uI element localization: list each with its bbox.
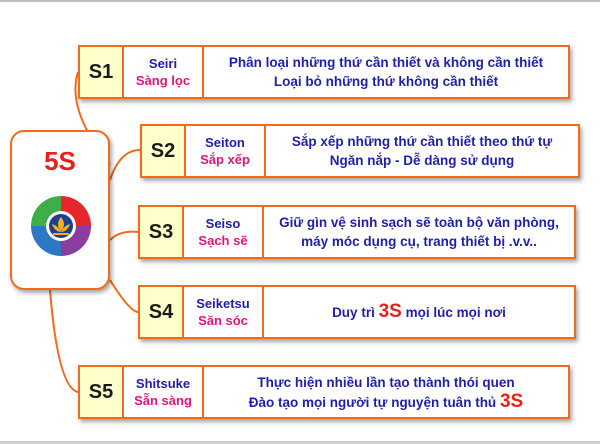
description-line: Phân loại những thứ cần thiết và không c… — [229, 53, 543, 72]
connector-s4 — [109, 279, 139, 313]
highlight-3s: 3S — [378, 301, 402, 322]
item-code: S3 — [140, 207, 184, 257]
connector-s2 — [109, 149, 141, 181]
description-text: Loại bỏ những thứ không cần thiết — [273, 74, 499, 89]
item-name-vietnamese: Sàng lọc — [135, 73, 191, 88]
item-name-japanese: Shitsuke — [135, 376, 191, 391]
description-text: Ngăn nắp - Dễ dàng sử dụng — [329, 153, 515, 168]
item-name-vietnamese: Sạch sẽ — [198, 233, 248, 248]
description-line: Ngăn nắp - Dễ dàng sử dụng — [330, 151, 515, 170]
description-text: Phân loại những thứ cần thiết và không c… — [228, 55, 544, 70]
hub-box: 5S — [10, 130, 110, 290]
description-text: Duy trì — [332, 305, 379, 320]
description-text-after: mọi lúc mọi nơi — [401, 305, 506, 320]
description-line: máy móc dụng cụ, trang thiết bị .v.v.. — [301, 232, 537, 251]
description-text: Giữ gìn vệ sinh sạch sẽ toàn bộ văn phòn… — [279, 215, 559, 230]
description-line: Loại bỏ những thứ không cần thiết — [274, 72, 498, 91]
bottom-border — [0, 441, 600, 444]
item-description: Phân loại những thứ cần thiết và không c… — [204, 47, 568, 97]
item-code: S2 — [142, 126, 186, 176]
description-line: Thực hiện nhiều lần tạo thành thói quen — [257, 373, 514, 392]
top-border — [0, 0, 600, 2]
highlight-3s: 3S — [499, 390, 524, 412]
connector-s5 — [49, 289, 79, 393]
description-line: Duy trì 3S mọi lúc mọi nơi — [332, 302, 506, 322]
description-line: Giữ gìn vệ sinh sạch sẽ toàn bộ văn phòn… — [279, 213, 559, 232]
description-text: Đào tạo mọi người tự nguyện tuân thủ — [248, 394, 500, 410]
lotus-logo-icon — [31, 196, 91, 256]
item-name-japanese: Seiri — [148, 56, 178, 71]
description-text: máy móc dụng cụ, trang thiết bị .v.v.. — [301, 234, 537, 249]
item-name-vietnamese: Sắp xếp — [200, 152, 250, 167]
item-name-vietnamese: Sẵn sàng — [134, 393, 192, 408]
item-code: S1 — [80, 47, 124, 97]
description-text: Thực hiện nhiều lần tạo thành thói quen — [257, 374, 515, 390]
hub-title: 5S — [44, 146, 76, 176]
item-description: Giữ gìn vệ sinh sạch sẽ toàn bộ văn phòn… — [264, 207, 574, 257]
description-line: Đào tạo mọi người tự nguyện tuân thủ 3S — [249, 392, 523, 412]
item-name-japanese: Seiketsu — [196, 296, 250, 311]
description-line: Sắp xếp những thứ cần thiết theo thứ tự — [292, 132, 552, 151]
connector-s3 — [109, 230, 139, 241]
item-code: S4 — [140, 287, 184, 337]
item-name-japanese: Seiton — [205, 135, 245, 150]
item-description: Sắp xếp những thứ cần thiết theo thứ tự N… — [266, 126, 578, 176]
item-name-japanese: Seiso — [205, 216, 241, 231]
item-description: Duy trì 3S mọi lúc mọi nơi — [264, 287, 574, 337]
item-name-vietnamese: Săn sóc — [198, 313, 248, 328]
description-text: Sắp xếp những thứ cần thiết theo thứ tự — [291, 134, 553, 149]
item-code: S5 — [80, 367, 124, 417]
